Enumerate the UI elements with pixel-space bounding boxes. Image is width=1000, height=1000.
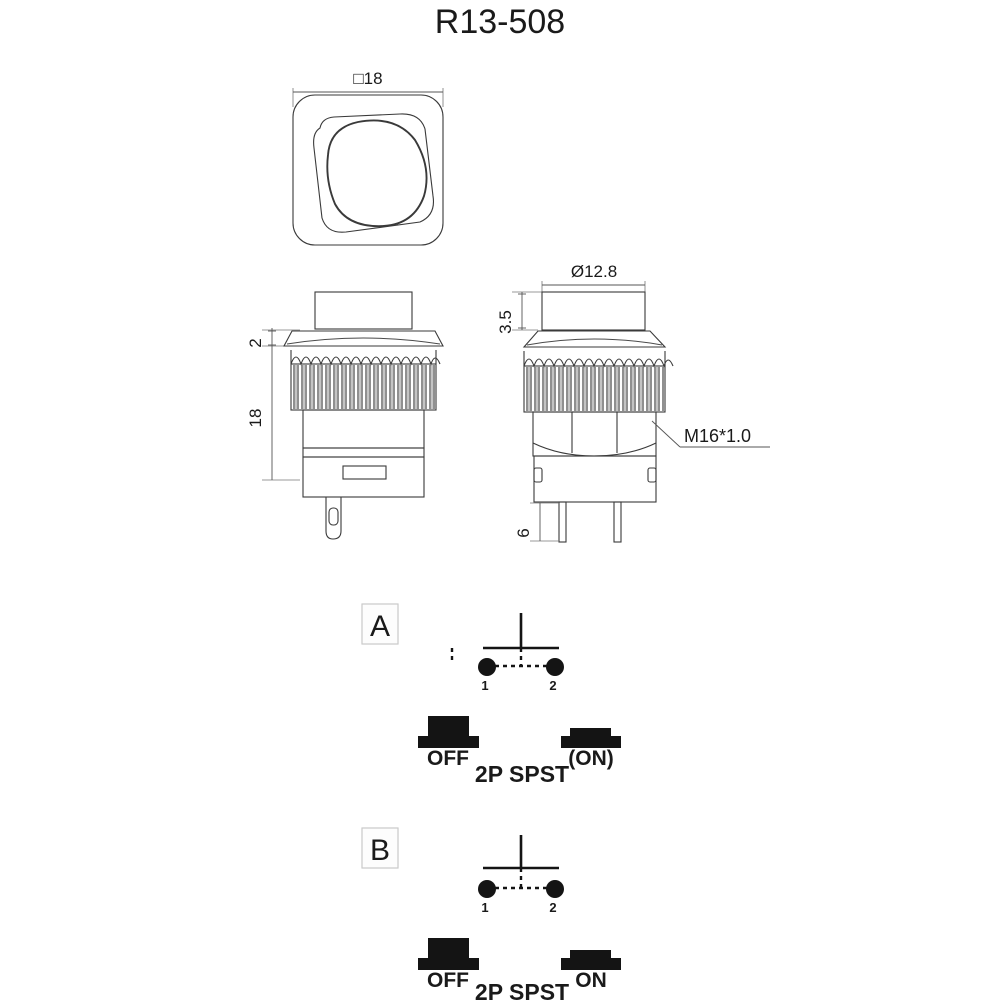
terminal-dot-2-b	[546, 880, 564, 898]
terminal-label-1-a: 1	[481, 678, 488, 693]
front-cap	[314, 291, 413, 330]
terminal-label-1-b: 1	[481, 900, 488, 915]
side-base-notch-left	[533, 467, 543, 483]
side-cap	[541, 291, 646, 331]
side-flange	[522, 330, 667, 348]
top-button-circle	[326, 119, 428, 228]
front-flange	[283, 330, 444, 347]
dimension-label-height-18: 18	[246, 409, 265, 428]
state-label-on-b: ON	[575, 969, 607, 992]
dimension-label-cap-diameter: Ø12.8	[571, 262, 617, 281]
switch-symbol-a: 1 2	[450, 613, 564, 693]
button-icon-off-b	[418, 938, 479, 970]
button-icon-off-a	[418, 716, 479, 748]
circuit-label-b: 2P SPST	[475, 979, 569, 1000]
side-flange-curve	[526, 338, 663, 346]
dimension-label-pin-length: 6	[514, 528, 533, 537]
callout-thread-spec: M16*1.0	[651, 420, 770, 448]
group-box-b	[361, 827, 399, 869]
dimension-height-18: 18	[246, 348, 300, 481]
terminal-dot-2-a	[546, 658, 564, 676]
schematic-variant-b: B 1 2 OFF ON 2P SPST	[361, 827, 621, 1000]
side-hex-nut	[532, 411, 657, 457]
front-terminal-hole	[328, 507, 339, 526]
state-label-off-a: OFF	[427, 747, 469, 770]
group-box-a	[361, 603, 399, 645]
group-label-a: A	[370, 610, 390, 643]
front-base-body	[302, 456, 425, 498]
front-flange-curve	[286, 337, 441, 345]
terminal-label-2-b: 2	[549, 900, 556, 915]
front-threaded-body	[302, 409, 425, 449]
dimension-label-cap-height: 3.5	[496, 310, 515, 334]
front-terminal-pin	[325, 496, 342, 540]
circuit-label-a: 2P SPST	[475, 761, 569, 787]
schematic-variant-a: A 1 2 OFF (ON) 2P SPST	[361, 603, 621, 787]
front-base-slot	[342, 465, 387, 480]
dimension-cap-diameter: Ø12.8	[541, 262, 646, 296]
dimension-label-square-18: □18	[353, 69, 382, 88]
terminal-dot-1-a	[478, 658, 496, 676]
top-view: □18	[292, 69, 444, 246]
front-sawtooth-band	[290, 350, 441, 366]
button-icon-on-b	[561, 950, 621, 970]
group-label-b: B	[370, 834, 390, 867]
side-knurled-ring	[523, 365, 666, 413]
state-label-off-b: OFF	[427, 969, 469, 992]
dimension-bezel-2: 2	[246, 328, 300, 348]
switch-symbol-b: 1 2	[478, 835, 564, 915]
dimension-cap-height: 3.5	[496, 291, 545, 334]
terminal-dot-1-b	[478, 880, 496, 898]
side-terminal-pin-1	[558, 501, 567, 543]
side-terminal-pin-2	[613, 501, 622, 543]
dimension-label-bezel-2: 2	[246, 338, 265, 347]
front-knurled-ring	[290, 363, 437, 411]
button-icon-on-a	[561, 728, 621, 748]
dimension-pin-length: 6	[514, 502, 559, 542]
side-view: Ø12.8 3.5	[496, 262, 770, 543]
callout-label-thread-spec: M16*1.0	[684, 426, 751, 446]
front-body-step	[302, 447, 425, 458]
state-label-on-a: (ON)	[568, 747, 614, 770]
front-view: 2 18	[246, 291, 444, 540]
top-bezel-ring	[313, 113, 435, 233]
dimension-square-18: □18	[292, 69, 444, 107]
terminal-label-2-a: 2	[549, 678, 556, 693]
top-outer-body	[292, 94, 444, 246]
side-sawtooth-band	[523, 351, 674, 368]
side-base-body	[533, 455, 657, 503]
side-base-notch-right	[647, 467, 657, 483]
page-title: R13-508	[435, 3, 565, 41]
